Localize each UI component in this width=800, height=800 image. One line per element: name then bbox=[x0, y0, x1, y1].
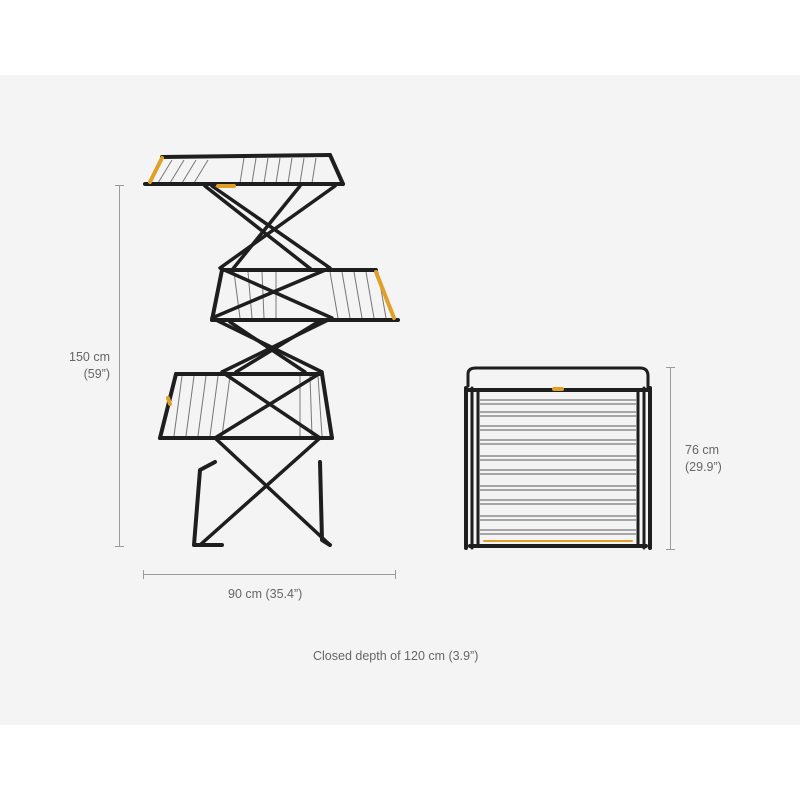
height-metric-text: 150 cm bbox=[69, 350, 110, 364]
background-panel bbox=[0, 75, 800, 725]
height-dimension-tick-bottom bbox=[115, 546, 124, 547]
height-label: 150 cm (59”) bbox=[66, 349, 110, 383]
height-dimension-tick-top bbox=[115, 185, 124, 186]
folded-height-metric-text: 76 cm bbox=[685, 443, 720, 457]
closed-depth-caption: Closed depth of 120 cm (3.9”) bbox=[313, 649, 479, 663]
folded-height-label: 76 cm (29.9”) bbox=[685, 442, 722, 476]
folded-height-imperial-text: (29.9”) bbox=[685, 460, 722, 474]
width-dimension-line bbox=[143, 574, 396, 575]
height-imperial-text: (59”) bbox=[83, 367, 110, 381]
folded-height-dimension-tick-top bbox=[666, 367, 675, 368]
folded-height-dimension-line bbox=[670, 367, 671, 550]
width-dimension-tick-right bbox=[395, 570, 396, 579]
width-dimension-tick-left bbox=[143, 570, 144, 579]
folded-height-dimension-tick-bottom bbox=[666, 549, 675, 550]
height-dimension-line bbox=[119, 185, 120, 547]
width-label: 90 cm (35.4”) bbox=[228, 587, 303, 601]
